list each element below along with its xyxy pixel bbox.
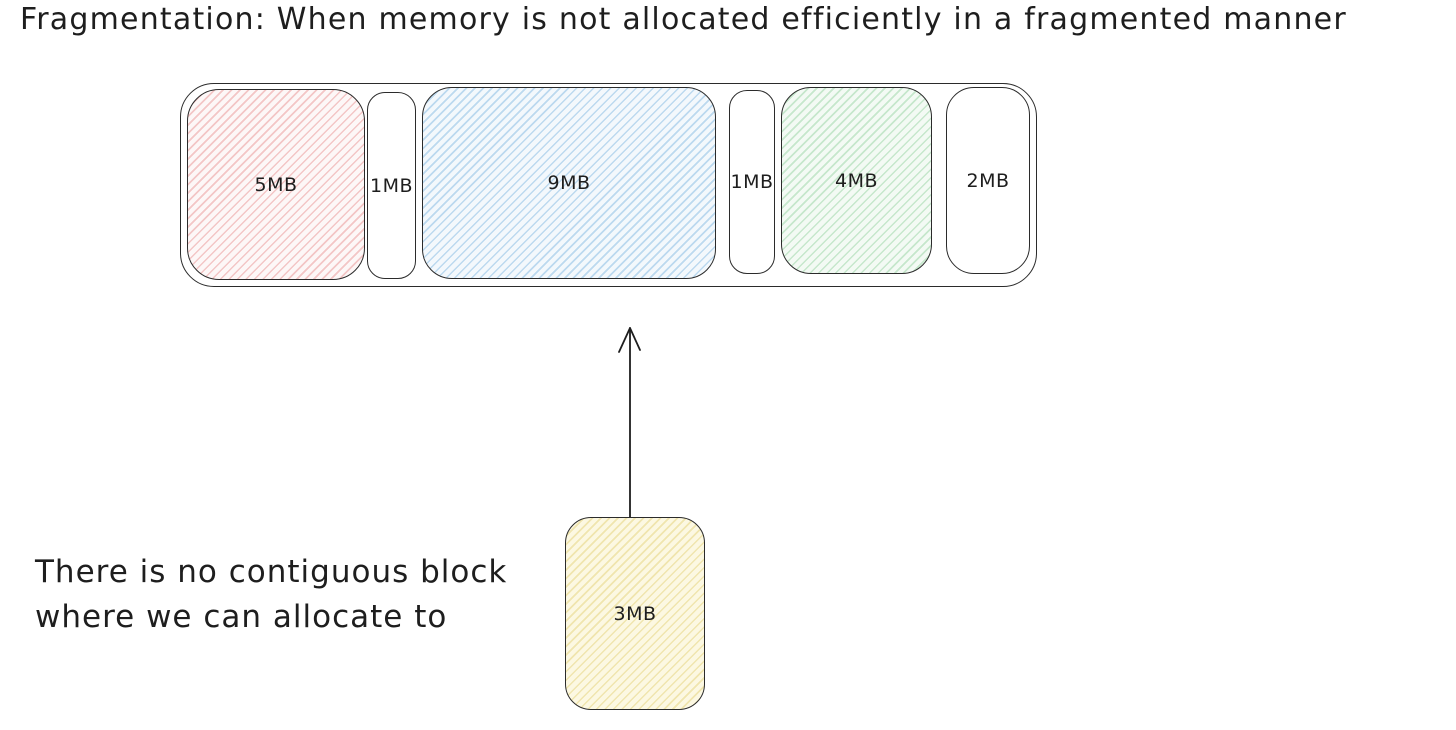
incoming-block-3mb: 3MB — [565, 517, 705, 710]
diagram-title: Fragmentation: When memory is not alloca… — [20, 2, 1347, 37]
memory-block-1mb-second: 1MB — [729, 90, 775, 274]
memory-block-9mb: 9MB — [422, 87, 716, 279]
memory-block-5mb: 5MB — [187, 89, 365, 280]
memory-block-label: 5MB — [254, 173, 298, 196]
memory-block-4mb: 4MB — [781, 87, 932, 274]
memory-block-label: 4MB — [834, 169, 879, 192]
incoming-block-label: 3MB — [613, 602, 657, 625]
caption-line-2: where we can allocate to — [35, 599, 448, 635]
memory-block-label: 1MB — [369, 174, 414, 197]
up-arrow-icon — [618, 327, 641, 518]
caption-text: There is no contiguous block where we ca… — [35, 550, 507, 640]
memory-bar-container: 5MB 1MB 9MB 1MB 4MB 2MB — [180, 83, 1037, 287]
caption-line-1: There is no contiguous block — [35, 554, 508, 590]
memory-block-1mb-first: 1MB — [367, 92, 416, 279]
memory-block-label: 1MB — [730, 171, 774, 193]
memory-block-label: 2MB — [966, 169, 1010, 192]
memory-block-label: 9MB — [547, 172, 591, 194]
memory-block-2mb: 2MB — [946, 87, 1030, 274]
